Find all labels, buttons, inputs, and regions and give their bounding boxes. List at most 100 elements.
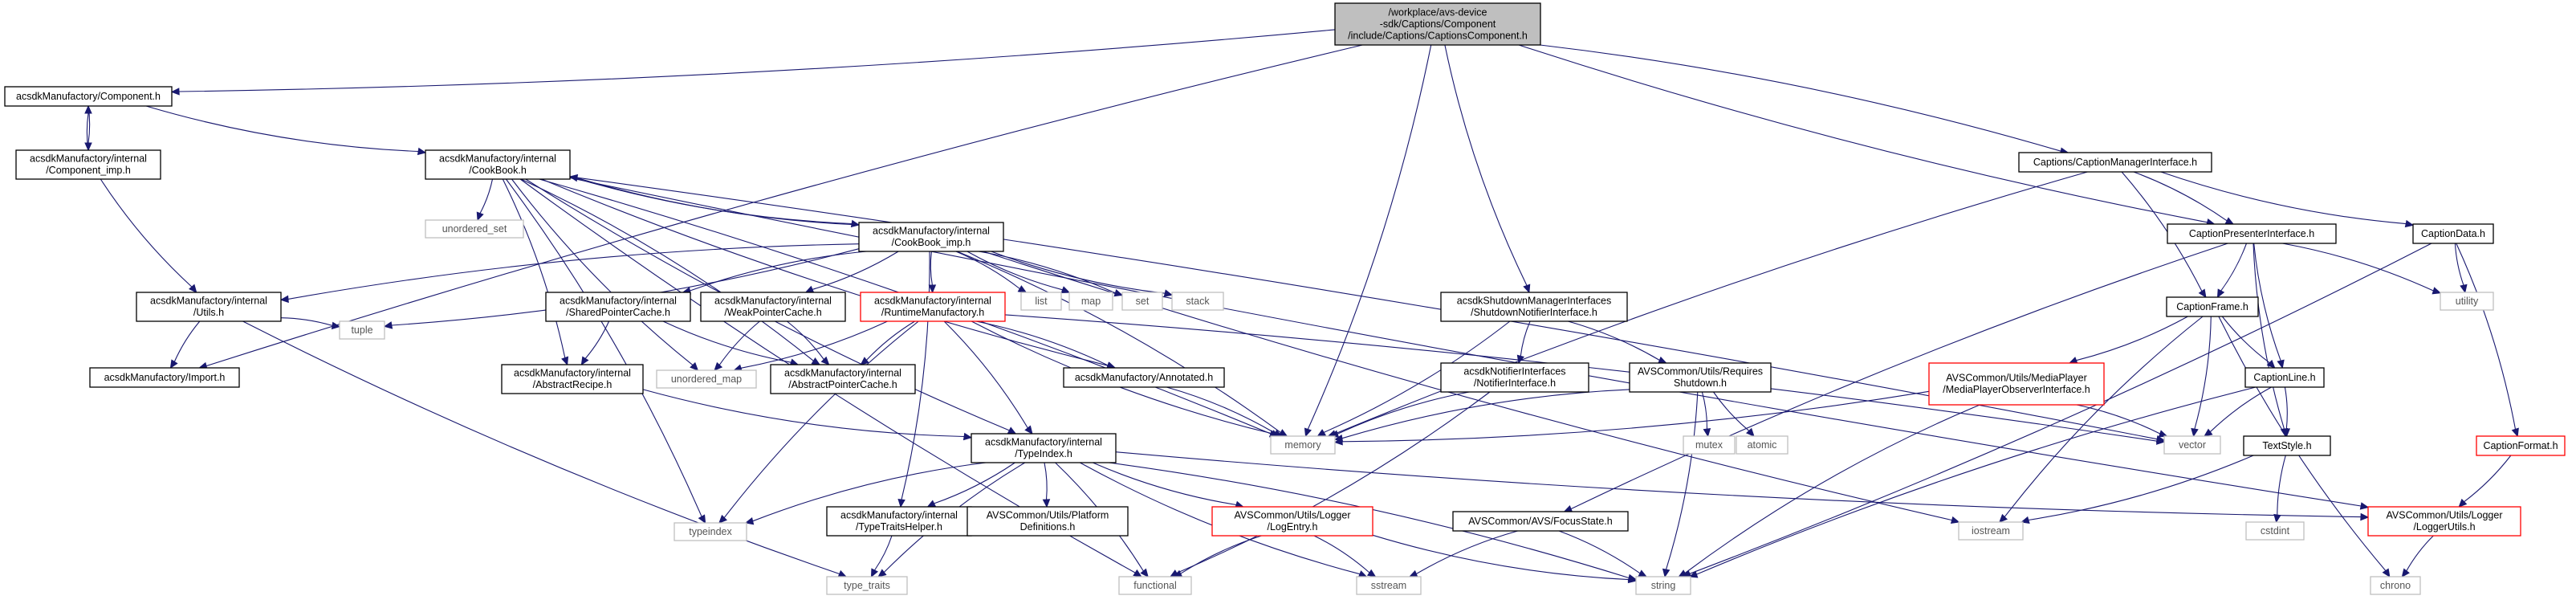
dependency-edge — [2277, 455, 2286, 516]
dependency-arrowhead — [1658, 356, 1667, 364]
graph-node-cookbook[interactable]: acsdkManufactory/internal/CookBook.h — [425, 149, 571, 180]
node-box — [1928, 362, 2105, 406]
dependency-edge — [479, 178, 494, 214]
dependency-edge — [740, 320, 888, 369]
dependency-arrowhead — [718, 514, 728, 524]
dependency-arrowhead — [2359, 502, 2370, 510]
dependency-edge — [1558, 530, 1641, 574]
dependency-edge — [2220, 243, 2248, 292]
dependency-edge — [1323, 320, 1511, 433]
node-box — [2440, 292, 2494, 311]
node-label: stack — [1186, 296, 1210, 307]
dependency-arrowhead — [1133, 569, 1142, 577]
dependency-edge — [1520, 320, 1531, 357]
graph-node-weak-ptr-cache[interactable]: acsdkManufactory/internal/WeakPointerCac… — [700, 292, 846, 322]
dependency-edge — [280, 317, 333, 326]
node-box — [1440, 362, 1589, 393]
dependency-arrowhead — [2224, 217, 2235, 225]
graph-node-type-index[interactable]: acsdkManufactory/internal/TypeIndex.h — [971, 433, 1117, 463]
dependency-edge — [1540, 44, 2061, 152]
graph-node-logger-utils[interactable]: AVSCommon/Utils/Logger/LoggerUtils.h — [2367, 506, 2521, 537]
dependency-arrowhead — [169, 359, 178, 369]
node-label: cstdint — [2261, 525, 2290, 537]
dependency-arrowhead — [2266, 359, 2276, 369]
node-label: string — [1651, 580, 1676, 591]
node-label: list — [1035, 296, 1048, 307]
dependency-edge — [206, 44, 1363, 367]
dependency-arrowhead — [1745, 427, 1755, 437]
graph-node-chrono: chrono — [2370, 576, 2421, 595]
graph-node-type-traits-helper[interactable]: acsdkManufactory/internal/TypeTraitsHelp… — [826, 506, 972, 537]
node-label: /CookBook_imp.h — [892, 237, 971, 248]
node-box — [1063, 367, 1225, 388]
graph-node-media-player-observer[interactable]: AVSCommon/Utils/MediaPlayer/MediaPlayerO… — [1928, 362, 2105, 406]
dependency-edge — [943, 320, 1028, 429]
node-label: /TypeIndex.h — [1015, 448, 1072, 459]
node-box — [1683, 435, 1736, 455]
graph-node-abstract-ptr-cache[interactable]: acsdkManufactory/internal/AbstractPointe… — [770, 364, 916, 394]
node-box — [2243, 435, 2331, 456]
graph-node-component[interactable]: acsdkManufactory/Component.h — [4, 86, 173, 107]
dependency-arrowhead — [1999, 513, 2008, 523]
dependency-arrowhead — [837, 569, 848, 577]
graph-node-runtime-manufactory[interactable]: acsdkManufactory/internal/RuntimeManufac… — [860, 292, 1006, 322]
dependency-edge — [991, 251, 1166, 294]
dependency-arrowhead — [561, 356, 569, 366]
node-label: vector — [2179, 439, 2206, 451]
dependency-arrowhead — [926, 500, 937, 508]
graph-node-utils[interactable]: acsdkManufactory/internal/Utils.h — [136, 292, 282, 322]
dependency-edge — [541, 178, 1109, 366]
dependency-edge — [145, 105, 419, 153]
node-label: utility — [2456, 296, 2479, 307]
node-box — [1958, 521, 2024, 541]
graph-node-shutdown-notifier[interactable]: acsdkShutdownManagerInterfaces/ShutdownN… — [1440, 292, 1628, 322]
dependency-edge — [752, 462, 987, 522]
dependency-arrowhead — [1113, 289, 1124, 297]
graph-node-text-style[interactable]: TextStyle.h — [2243, 435, 2331, 456]
graph-node-caption-manager[interactable]: Captions/CaptionManagerInterface.h — [2018, 152, 2212, 173]
dependency-edge — [86, 112, 89, 151]
graph-node-import[interactable]: acsdkManufactory/Import.h — [89, 367, 240, 388]
dependency-edge — [178, 29, 1336, 92]
graph-node-caption-format[interactable]: CaptionFormat.h — [2476, 435, 2566, 456]
node-label: map — [1081, 296, 1101, 307]
node-label: /workplace/avs-device — [1389, 6, 1487, 18]
node-label: acsdkManufactory/internal — [514, 368, 631, 379]
graph-node-log-entry[interactable]: AVSCommon/Utils/Logger/LogEntry.h — [1211, 506, 1373, 537]
graph-node-string: string — [1635, 576, 1691, 595]
node-label: unordered_map — [671, 373, 742, 385]
dependency-edge — [2252, 243, 2285, 430]
dependency-arrowhead — [1304, 427, 1312, 438]
graph-node-cookbook-imp[interactable]: acsdkManufactory/internal/CookBook_imp.h — [858, 222, 1004, 252]
dependency-arrowhead — [714, 361, 723, 371]
dependency-arrowhead — [1408, 569, 1418, 577]
graph-node-caption-frame[interactable]: CaptionFrame.h — [2166, 296, 2259, 317]
node-box — [2244, 367, 2325, 388]
graph-node-caption-line[interactable]: CaptionLine.h — [2244, 367, 2325, 388]
graph-node-root[interactable]: /workplace/avs-device-sdk/Captions/Compo… — [1334, 2, 1541, 46]
graph-node-shared-ptr-cache[interactable]: acsdkManufactory/internal/SharedPointerC… — [545, 292, 691, 322]
node-label: TextStyle.h — [2262, 440, 2311, 451]
dependency-edge — [1444, 44, 1528, 286]
dependency-edge — [584, 320, 610, 359]
node-label: /WeakPointerCache.h — [724, 307, 821, 318]
graph-node-caption-data[interactable]: CaptionData.h — [2412, 223, 2494, 244]
node-label: /include/Captions/CaptionsComponent.h — [1348, 30, 1528, 41]
dependency-edge — [1372, 534, 1630, 581]
graph-node-notifier-interface[interactable]: acsdkNotifierInterfaces/NotifierInterfac… — [1440, 362, 1589, 393]
dependency-arrowhead — [170, 88, 180, 96]
dependency-arrowhead — [84, 104, 92, 114]
dependency-arrowhead — [1366, 569, 1377, 577]
dependency-arrowhead — [744, 517, 755, 525]
dependency-arrowhead — [690, 361, 699, 371]
node-box — [1118, 576, 1192, 595]
dependency-edge — [874, 535, 893, 571]
graph-node-abstract-recipe[interactable]: acsdkManufactory/internal/AbstractRecipe… — [501, 364, 644, 394]
graph-node-focus-state[interactable]: AVSCommon/AVS/FocusState.h — [1452, 511, 1629, 532]
graph-node-caption-presenter[interactable]: CaptionPresenterInterface.h — [2167, 223, 2337, 244]
graph-node-atomic: atomic — [1736, 435, 1789, 455]
graph-node-component-imp[interactable]: acsdkManufactory/internal/Component_imp.… — [15, 149, 161, 180]
graph-node-annotated[interactable]: acsdkManufactory/Annotated.h — [1063, 367, 1225, 388]
